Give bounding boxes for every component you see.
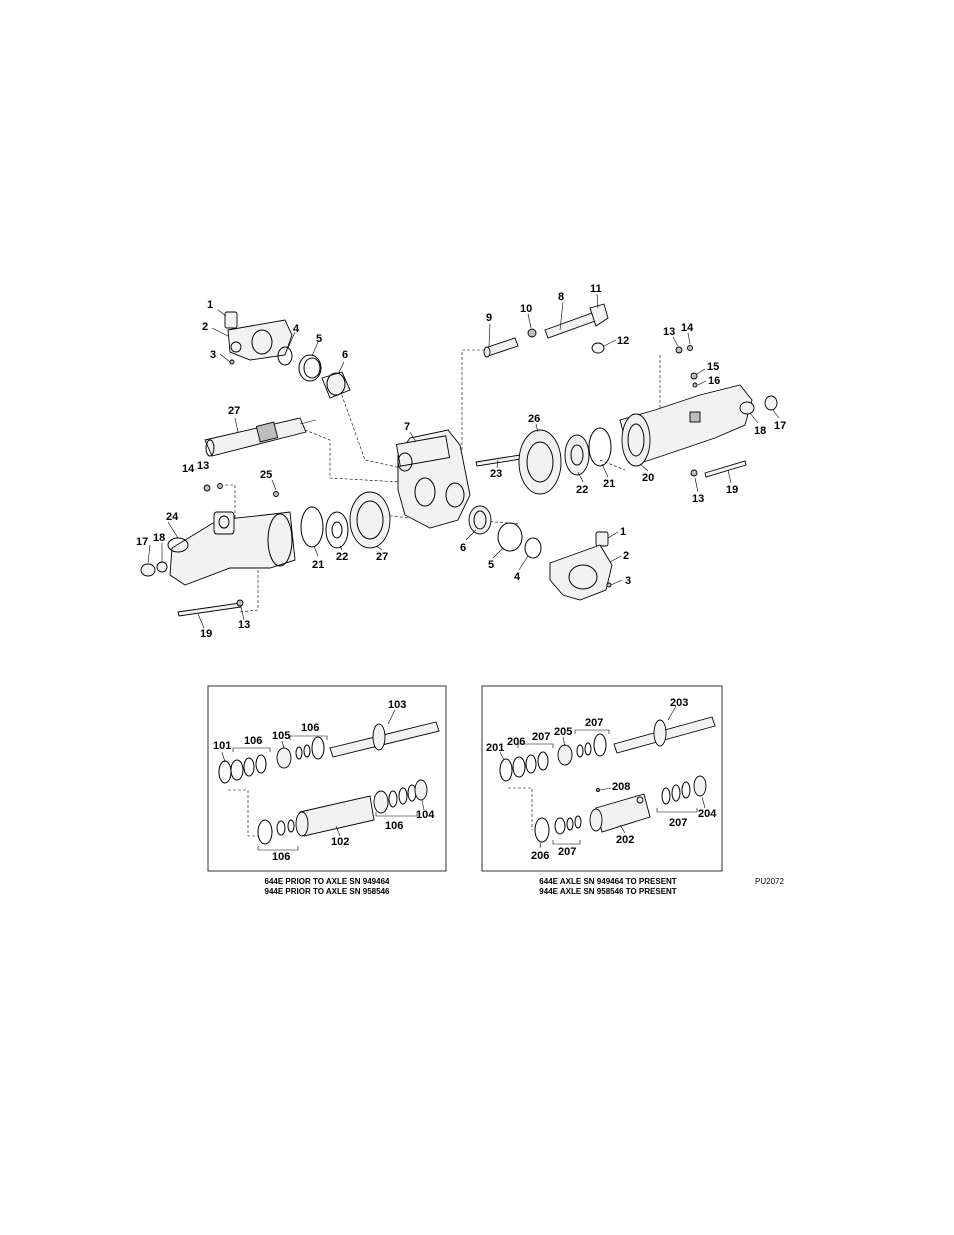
callout-9: 9 [486,312,492,324]
callout-21-right: 21 [603,478,615,490]
drive-shaft-upper [204,417,317,457]
callout-13-right-top: 13 [663,326,675,338]
callout-25: 25 [260,469,272,481]
callout-106-a: 106 [244,735,262,747]
callout-2-upper: 2 [202,321,208,333]
callout-27-upper: 27 [228,405,240,417]
callout-1-upper: 1 [207,299,213,311]
callout-16: 16 [708,375,720,387]
cylinder-inset-present: 203 201 206 207 205 207 208 207 204 202 … [481,685,723,872]
callout-106-c: 106 [385,820,403,832]
callout-19-right: 19 [726,484,738,496]
rings-right [564,427,612,476]
axle-housing-right [619,345,778,478]
callout-1-lower: 1 [620,526,626,538]
callout-207-a: 207 [532,731,550,743]
figure-code: PU2072 [755,877,784,886]
differential-housing [395,429,471,529]
callout-17-left: 17 [136,536,148,548]
main-axle-assembly: 1 2 3 4 5 6 27 14 13 25 24 17 18 19 13 2… [136,283,786,640]
callout-5-upper: 5 [316,333,322,345]
callout-8: 8 [558,291,564,303]
callout-15: 15 [707,361,719,373]
callout-3-lower: 3 [625,575,631,587]
callout-205: 205 [554,726,572,738]
callout-21-left: 21 [312,559,324,571]
main-leaders [147,293,780,629]
inset-frame-left [207,685,447,872]
callout-13-left-top: 13 [197,460,209,472]
callout-12: 12 [617,335,629,347]
callout-11: 11 [590,283,602,295]
callout-22-right: 22 [576,484,588,496]
callout-23: 23 [490,468,502,480]
callout-18-left: 18 [153,532,165,544]
callout-10: 10 [520,303,532,315]
callout-5-lower: 5 [488,559,494,571]
caption-left-line1: 644E PRIOR TO AXLE SN 949464 [265,877,390,886]
callout-27-lower: 27 [376,551,388,563]
callout-105: 105 [272,730,290,742]
axle-housing-left [140,483,296,617]
captions: 644E PRIOR TO AXLE SN 949464 944E PRIOR … [265,877,785,896]
callout-201: 201 [486,742,504,754]
cylinder-inset-prior: 103 101 106 105 106 106 104 102 106 [207,685,447,872]
callout-20: 20 [642,472,654,484]
callout-208: 208 [612,781,630,793]
callout-3-upper: 3 [210,349,216,361]
callout-204: 204 [698,808,717,820]
callout-7: 7 [404,421,410,433]
callout-14-left: 14 [182,463,195,475]
callout-6-upper: 6 [342,349,348,361]
callout-14-right: 14 [681,322,694,334]
callout-207-b: 207 [585,717,603,729]
callout-26: 26 [528,413,540,425]
caption-right-line1: 644E AXLE SN 949464 TO PRESENT [539,877,677,886]
callout-106-b: 106 [301,722,319,734]
inset-frame-right [481,685,723,872]
callout-206-b: 206 [531,850,549,862]
callout-4-lower: 4 [514,571,521,583]
ring-gear-and-bolt [475,429,562,495]
trunnion-bracket-lower [549,531,613,601]
callout-13-right-bottom: 13 [692,493,704,505]
callout-101: 101 [213,740,231,752]
callout-22-left: 22 [336,551,348,563]
callout-18-right: 18 [754,425,766,437]
callout-4-upper: 4 [293,323,300,335]
callout-203: 203 [670,697,688,709]
callout-103: 103 [388,699,406,711]
callout-24: 24 [166,511,179,523]
callout-106-d: 106 [272,851,290,863]
callout-13-left-bottom: 13 [238,619,250,631]
callout-207-c: 207 [669,817,687,829]
planetary-rings-left [300,491,391,549]
callout-6-lower: 6 [460,542,466,554]
callout-104: 104 [416,809,435,821]
callout-19-left: 19 [200,628,212,640]
pinion-and-steering-parts [483,303,609,358]
callout-206-a: 206 [507,736,525,748]
callout-2-lower: 2 [623,550,629,562]
caption-left-line2: 944E PRIOR TO AXLE SN 958546 [265,887,390,896]
bearing-seals-lower [468,505,542,559]
trunnion-bracket-upper [224,311,351,399]
callout-102: 102 [331,836,349,848]
callout-202: 202 [616,834,634,846]
callout-207-d: 207 [558,846,576,858]
main-callouts: 1 2 3 4 5 6 27 14 13 25 24 17 18 19 13 2… [136,283,786,640]
callout-17-right: 17 [774,420,786,432]
caption-right-line2: 944E AXLE SN 958546 TO PRESENT [539,887,677,896]
